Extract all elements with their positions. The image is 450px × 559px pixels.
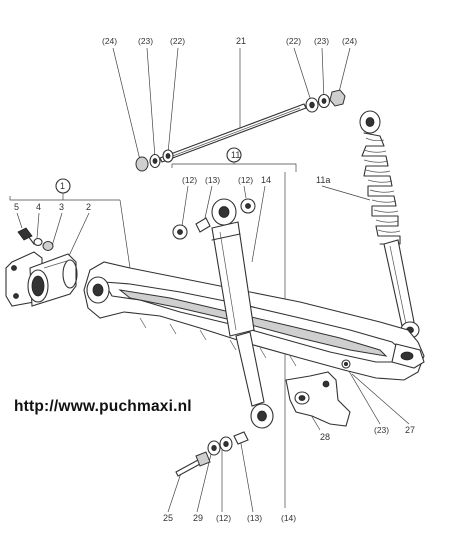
upper-mount-parts	[172, 198, 256, 240]
bolt-25	[175, 459, 201, 477]
label-22-right: (22)	[286, 36, 301, 46]
spring-shock-11a	[359, 110, 420, 339]
label-21: 21	[236, 36, 246, 46]
label-22-left: (22)	[170, 36, 185, 46]
label-14: 14	[261, 175, 271, 185]
label-5: 5	[14, 202, 19, 212]
label-24-right: (24)	[342, 36, 357, 46]
label-14-low: (14)	[281, 513, 296, 523]
label-13-low: (13)	[247, 513, 262, 523]
label-12-b: (12)	[238, 175, 253, 185]
label-2: 2	[86, 202, 91, 212]
lower-mount-parts	[175, 431, 249, 477]
label-11: 11	[231, 150, 240, 160]
bracket-plate-28	[285, 371, 351, 427]
label-28: 28	[320, 432, 330, 442]
website-url: http://www.puchmaxi.nl	[14, 398, 192, 415]
label-12-low: (12)	[216, 513, 231, 523]
label-11a: 11a	[316, 175, 330, 185]
label-1: 1	[60, 181, 65, 191]
nut-24-right	[329, 89, 346, 107]
spacer-13-a	[195, 217, 211, 233]
label-23-left: (23)	[138, 36, 153, 46]
callout-labels: (24) (23) (22) 21 (22) (23) (24) 1 5 4 3…	[14, 36, 415, 523]
axle-rod-21	[135, 89, 346, 172]
pivot-bushing-group-1	[5, 227, 78, 307]
washer-4	[33, 237, 43, 247]
nut-3	[42, 241, 54, 251]
label-4: 4	[36, 202, 41, 212]
label-25: 25	[163, 513, 173, 523]
label-23-right: (23)	[314, 36, 329, 46]
nut-24-left	[135, 156, 149, 172]
label-24-left: (24)	[102, 36, 117, 46]
label-12-a: (12)	[182, 175, 197, 185]
spacer-13-low	[233, 431, 249, 445]
label-3: 3	[59, 202, 64, 212]
label-27: 27	[405, 425, 415, 435]
label-23-low: (23)	[374, 425, 389, 435]
shock-absorber-14	[211, 198, 274, 429]
label-13-a: (13)	[205, 175, 220, 185]
label-29: 29	[193, 513, 203, 523]
